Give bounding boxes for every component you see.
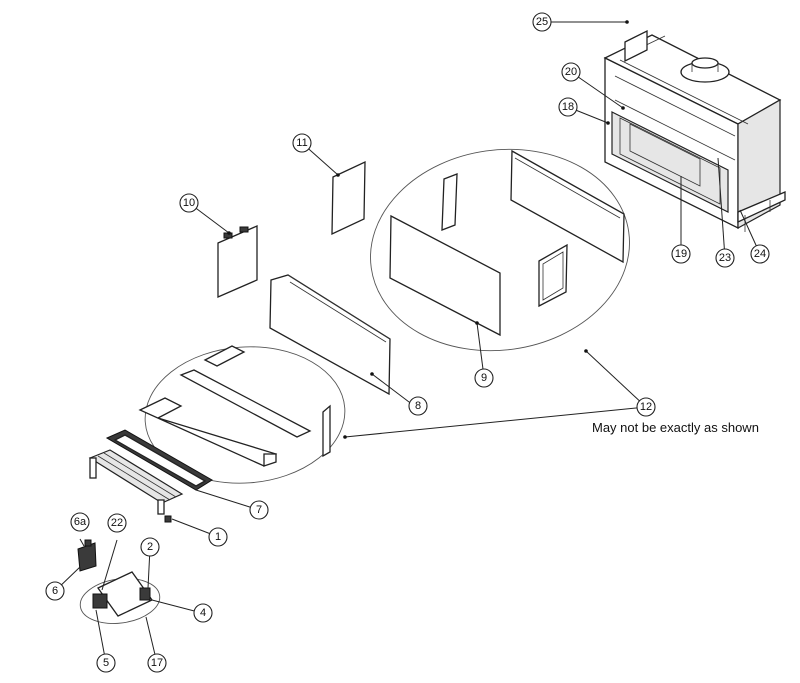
callout-17-label: 17 <box>151 657 163 669</box>
callout-17: 17 <box>147 653 167 673</box>
leader-dots <box>227 20 629 439</box>
valve-assembly <box>77 539 161 624</box>
callout-19: 19 <box>671 244 691 264</box>
callout-10-label: 10 <box>183 197 195 209</box>
callout-6a-label: 6a <box>74 516 87 528</box>
callout-2-label: 2 <box>147 541 153 553</box>
callout-18: 18 <box>558 97 578 117</box>
callout-25-label: 25 <box>536 16 548 28</box>
access-panel-10 <box>217 225 258 298</box>
callout-8-label: 8 <box>415 400 421 412</box>
callout-23: 23 <box>715 248 735 268</box>
callout-23-label: 23 <box>719 252 731 264</box>
callout-24-label: 24 <box>754 248 766 260</box>
callout-20-label: 20 <box>565 66 577 78</box>
callout-25: 25 <box>532 12 552 32</box>
callout-8: 8 <box>408 396 428 416</box>
callout-10: 10 <box>179 193 199 213</box>
burner-tray-7 <box>88 429 213 523</box>
callout-5: 5 <box>96 653 116 673</box>
callout-7: 7 <box>249 500 269 520</box>
callout-5-label: 5 <box>103 657 109 669</box>
refractory-panel-group-12 <box>370 148 630 352</box>
callout-6-label: 6 <box>52 585 58 597</box>
callout-12: 12 <box>636 397 656 417</box>
callout-20: 20 <box>561 62 581 82</box>
callout-18-label: 18 <box>562 101 574 113</box>
callout-6: 6 <box>45 581 65 601</box>
callout-11-label: 11 <box>296 137 307 149</box>
callout-24: 24 <box>750 244 770 264</box>
callout-12-label: 12 <box>640 401 652 413</box>
callout-1-label: 1 <box>215 531 221 543</box>
callout-22-label: 22 <box>111 517 123 529</box>
fireplace-unit <box>603 29 786 232</box>
callout-4: 4 <box>193 603 213 623</box>
callout-9-label: 9 <box>481 372 487 384</box>
disclaimer-note: May not be exactly as shown <box>592 420 759 435</box>
log-tray-group <box>138 345 346 484</box>
callout-9: 9 <box>474 368 494 388</box>
callout-6a: 6a <box>70 512 90 532</box>
glass-panel-11 <box>331 160 366 236</box>
callout-22: 22 <box>107 513 127 533</box>
glass-front-8 <box>269 274 391 396</box>
callout-4-label: 4 <box>200 607 206 619</box>
callout-7-label: 7 <box>256 504 262 516</box>
callout-2: 2 <box>140 537 160 557</box>
callout-1: 1 <box>208 527 228 547</box>
callout-19-label: 19 <box>675 248 687 260</box>
callout-11: 11 <box>292 133 312 153</box>
leader-lines <box>54 21 761 664</box>
